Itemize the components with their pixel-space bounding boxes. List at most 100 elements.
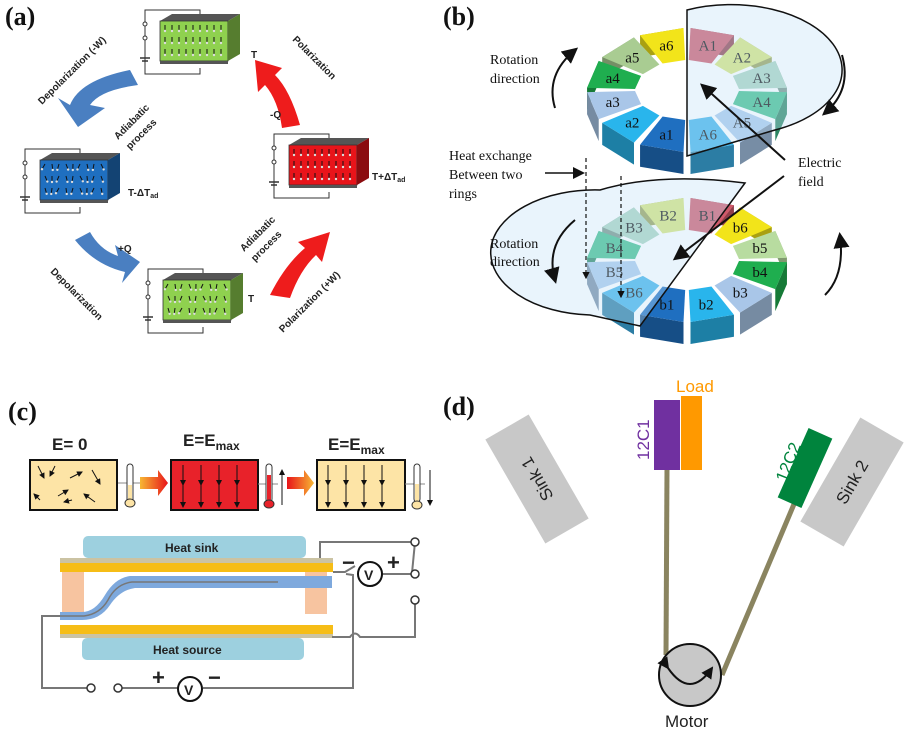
segment-top — [640, 28, 686, 64]
segment-label: A3 — [752, 71, 770, 87]
ring-segment-b1: b1 — [640, 286, 686, 344]
rotation-label-top-2: direction — [490, 72, 540, 87]
bottom-electrode — [60, 625, 333, 634]
sink-1: Sink 1 — [485, 414, 589, 544]
electrode-bottom — [289, 185, 357, 188]
dipole-head — [184, 41, 188, 45]
segment-top — [732, 261, 787, 290]
bottom-electrode-base — [60, 634, 333, 638]
dipole-head — [40, 167, 44, 171]
dipole-head — [45, 192, 48, 195]
dipole-head — [50, 180, 54, 184]
segment-top — [688, 116, 734, 152]
dipole-head — [85, 192, 88, 196]
ring-segment-a4: a4 — [587, 60, 642, 110]
dipole-head — [219, 41, 223, 45]
top-field-sector — [686, 3, 843, 158]
dipole-head — [224, 312, 227, 316]
switch-terminal — [142, 35, 148, 41]
segment-top — [732, 230, 787, 259]
dipole-head — [209, 300, 212, 304]
dipole-head — [70, 180, 74, 184]
dipole-head — [219, 53, 223, 57]
heat-source-label: Heat source — [153, 643, 222, 657]
dipole-head — [66, 180, 69, 184]
stage-2-title: E=Emax — [183, 431, 240, 453]
dipole-head — [90, 192, 93, 195]
rotation-label-bottom-1: Rotation — [490, 237, 538, 252]
ring-segment-B1: B1 — [688, 198, 734, 234]
dipole-head — [341, 177, 345, 181]
segment-label: B3 — [625, 220, 643, 236]
dipole-head — [102, 168, 105, 171]
dipole-head — [170, 41, 174, 45]
segment-top — [714, 275, 772, 313]
segment-label: a5 — [625, 50, 639, 66]
dipole-head — [71, 168, 74, 172]
dipole-head — [191, 41, 195, 45]
dipole-head — [80, 192, 84, 195]
film-inner-line — [60, 581, 278, 617]
electric-field-arrow-top — [700, 83, 786, 161]
rotation-label-bottom-2: direction — [490, 255, 540, 270]
stage-3-title: E=Emax — [328, 435, 385, 457]
dipole-head — [56, 168, 59, 171]
dipole-head — [205, 53, 209, 57]
label-depolarization: Depolarization — [48, 266, 105, 323]
segment-label: A2 — [733, 50, 751, 66]
polarization-arrow-bottom — [270, 232, 330, 298]
capacitor-left — [20, 148, 120, 214]
12c1-block — [654, 400, 680, 470]
dipole-head — [189, 300, 192, 304]
temp-label-left: T-ΔTad — [128, 188, 158, 200]
rotation-arrow-top-right — [821, 54, 846, 116]
stage-1-title: E= 0 — [52, 435, 87, 454]
dipole-head — [292, 165, 296, 169]
dipole-head — [54, 191, 58, 195]
ring-segment-a3: a3 — [587, 91, 642, 142]
dipole-head — [348, 153, 352, 157]
electric-field-label-1: Electric — [798, 156, 842, 171]
random-dipole — [83, 493, 96, 503]
dipole-head — [313, 165, 317, 169]
voltmeter-bottom: V + − — [152, 665, 221, 702]
rod-2 — [719, 496, 800, 676]
dipole-head — [189, 288, 193, 291]
temp-label-right: T+ΔTad — [372, 172, 405, 184]
ring-segment-b2: b2 — [688, 286, 734, 344]
circuit-wire — [273, 133, 330, 199]
segment-top — [602, 105, 660, 143]
dielectric-side — [231, 273, 243, 320]
heat-sink — [83, 536, 306, 558]
panel-d: (d) Sink 1 Load 12C1 Sink 2 12C2 Motor — [443, 377, 904, 731]
switch-terminals — [86, 537, 420, 693]
electric-field-label-2: field — [798, 175, 824, 190]
active-film — [60, 576, 332, 620]
switch-terminal — [145, 294, 151, 300]
electrode-bottom — [160, 61, 228, 64]
heat-exchange-label-3: rings — [449, 187, 477, 202]
segment-top — [688, 28, 734, 64]
load-block — [681, 396, 702, 470]
rotation-arrow-top-left — [551, 47, 579, 109]
dipole-head — [205, 29, 209, 33]
12c1-label: 12C1 — [634, 419, 653, 460]
dipole-head — [91, 168, 95, 172]
stage-3-aligned-dipoles — [325, 465, 385, 508]
electrode-top — [40, 153, 120, 160]
dipole-head — [204, 300, 208, 303]
rod-1 — [663, 467, 670, 656]
segment-side — [690, 314, 734, 344]
dipole-head — [163, 29, 167, 33]
motor-label: Motor — [665, 712, 709, 731]
segment-label: b5 — [752, 241, 767, 257]
switch-terminal — [145, 280, 151, 286]
segment-side — [640, 314, 684, 344]
voltmeter-bottom-minus: − — [208, 665, 221, 690]
dipole-head — [299, 165, 303, 169]
dipole-head — [169, 300, 172, 303]
ring-segment-B2: B2 — [640, 198, 686, 234]
rotation-arrow-icon — [657, 656, 714, 685]
dipole-head — [212, 29, 216, 33]
segment-side — [775, 262, 787, 312]
